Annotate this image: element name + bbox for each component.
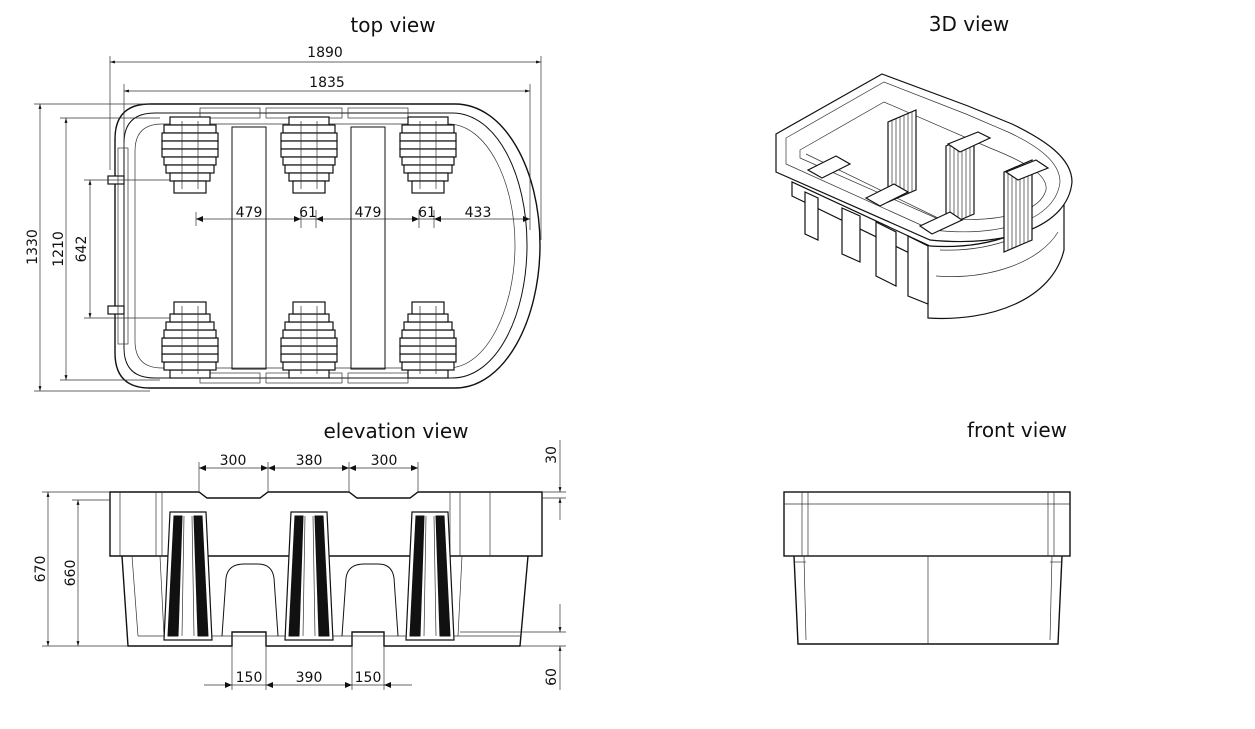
top-view-channel-1 xyxy=(231,126,267,370)
dim-foot-spacing: 642 xyxy=(74,236,90,263)
dim-top-width-1: 300 xyxy=(220,453,247,469)
elevation-lower-body xyxy=(121,555,529,647)
fork-pocket xyxy=(399,301,457,379)
fork-pocket xyxy=(399,116,457,194)
dim-spacing-4: 61 xyxy=(418,205,436,221)
elevation-slot xyxy=(163,511,213,641)
front-view xyxy=(783,491,1071,645)
dim-top-width-3: 300 xyxy=(371,453,398,469)
elevation-view-title: elevation view xyxy=(324,419,469,443)
dim-spacing-3: 479 xyxy=(355,205,382,221)
front-view-top-band xyxy=(783,491,1071,557)
top-view: 1890 1835 479 61 479 61 433 1330 1210 64… xyxy=(25,45,542,392)
dim-overall-length: 1890 xyxy=(307,45,343,61)
elevation-view: 300 380 300 150 390 150 670 660 30 60 xyxy=(33,440,566,690)
dim-bottom-width-3: 150 xyxy=(355,670,382,686)
3d-view-rim xyxy=(775,73,1073,243)
elevation-slot xyxy=(284,511,334,641)
dim-spacing-2: 61 xyxy=(299,205,317,221)
fork-pocket xyxy=(280,301,338,379)
dim-spacing-1: 479 xyxy=(236,205,263,221)
dim-spacing-5: 433 xyxy=(465,205,492,221)
fork-pocket xyxy=(161,301,219,379)
dim-body-height: 660 xyxy=(63,560,79,587)
dim-inner-length: 1835 xyxy=(309,75,345,91)
dim-bottom-width-2: 390 xyxy=(296,670,323,686)
front-view-title: front view xyxy=(967,418,1067,442)
fork-pocket xyxy=(280,116,338,194)
dim-overall-width: 1330 xyxy=(25,229,41,265)
fork-pocket xyxy=(161,116,219,194)
top-view-title: top view xyxy=(350,13,435,37)
elevation-slot xyxy=(405,511,455,641)
3d-view-title: 3D view xyxy=(929,12,1010,36)
top-view-channel-2 xyxy=(350,126,386,370)
dim-foot-height: 60 xyxy=(544,668,560,686)
dim-bottom-width-1: 150 xyxy=(236,670,263,686)
3d-view xyxy=(775,73,1073,320)
elevation-top-band xyxy=(109,491,543,557)
dim-overall-height: 670 xyxy=(33,556,49,583)
dim-top-width-2: 380 xyxy=(296,453,323,469)
dim-top-recess: 30 xyxy=(544,446,560,464)
dim-inner-width: 1210 xyxy=(51,231,67,267)
top-view-outer-outline xyxy=(114,103,541,389)
